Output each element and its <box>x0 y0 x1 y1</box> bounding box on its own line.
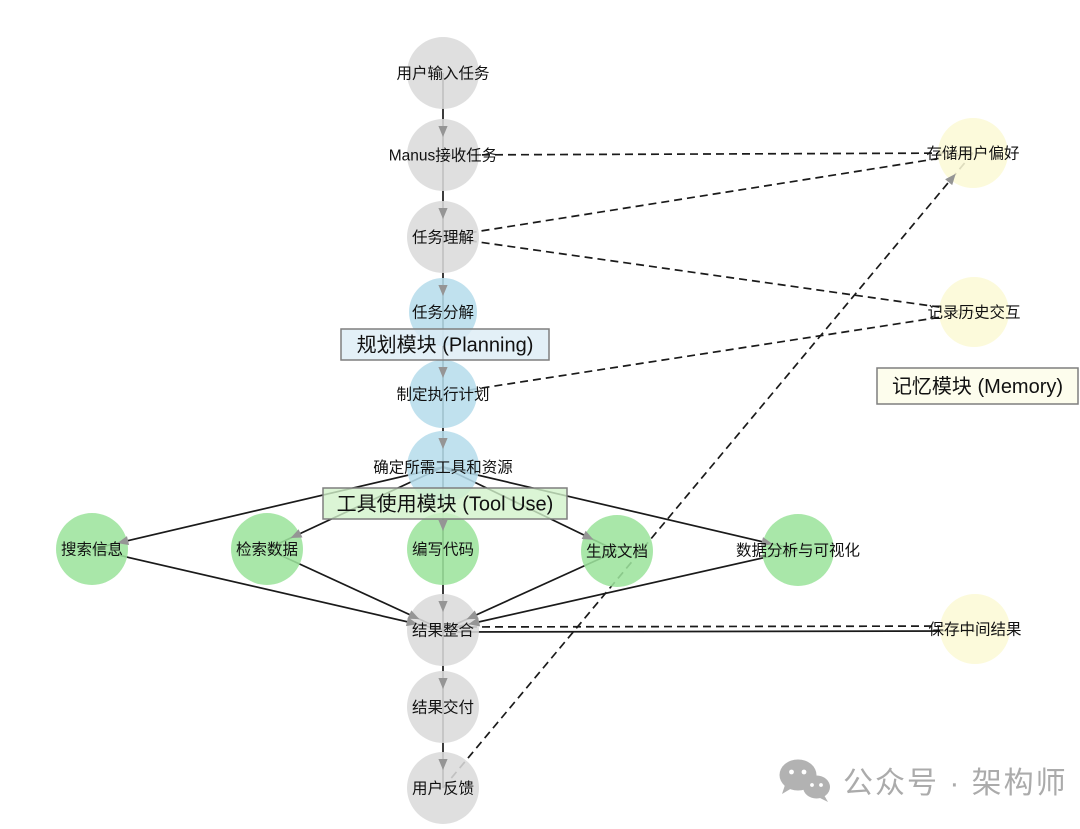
arrowhead-user_feedback-store_pref <box>945 173 956 186</box>
edge-task_understand-store_pref <box>442 152 974 238</box>
node-gen_doc <box>581 515 653 587</box>
arrowhead-task_decompose-make_plan <box>438 367 448 378</box>
node-label-task_understand: 任务理解 <box>412 229 474 247</box>
module-label-planning: 规划模块 (Planning) <box>357 334 534 357</box>
node-label-store_pref: 存储用户偏好 <box>926 145 1019 163</box>
node-label-gen_doc: 生成文档 <box>586 543 648 561</box>
node-label-user_feedback: 用户反馈 <box>412 780 474 798</box>
arrowhead-manus_receive-task_understand <box>438 208 448 219</box>
module-tool_use <box>322 487 568 520</box>
node-label-task_decompose: 任务分解 <box>412 304 474 322</box>
module-label-memory: 记忆模块 (Memory) <box>892 375 1063 398</box>
arrowhead-result_integrate-result_deliver <box>438 678 448 689</box>
arrowhead-user_input-manus_receive <box>438 126 448 137</box>
node-label-data_viz: 数据分析与可视化 <box>736 542 860 560</box>
module-memory <box>876 367 1079 405</box>
arrowhead-determine_tools-search_info <box>117 536 130 546</box>
node-manus_receive <box>407 119 479 191</box>
edge-user_feedback-store_pref <box>442 152 974 789</box>
node-task_understand <box>407 201 479 273</box>
node-result_deliver <box>407 671 479 743</box>
node-result_integrate <box>407 594 479 666</box>
node-user_input <box>407 37 479 109</box>
wechat-icon-eyes <box>789 769 823 787</box>
arrowhead-determine_tools-retrieve_data <box>290 529 303 539</box>
edge-task_understand-record_history <box>442 236 975 313</box>
node-label-user_input: 用户输入任务 <box>396 65 489 83</box>
arrowhead-gen_doc-result_integrate <box>466 610 479 620</box>
module-layer <box>322 328 1079 520</box>
arrowhead-search_info-result_integrate <box>405 617 418 627</box>
edge-layer <box>91 73 976 789</box>
node-save_intermediate <box>940 594 1010 664</box>
node-user_feedback <box>407 752 479 824</box>
edge-result_integrate-save_intermediate <box>442 625 976 628</box>
node-label-result_deliver: 结果交付 <box>412 699 474 717</box>
module-label-tool_use: 工具使用模块 (Tool Use) <box>337 493 554 516</box>
edge-determine_tools-data_viz <box>442 466 799 551</box>
node-label-manus_receive: Manus接收任务 <box>389 147 498 165</box>
module-planning <box>340 328 550 361</box>
node-label-search_info: 搜索信息 <box>61 541 123 559</box>
arrow-layer <box>117 126 956 770</box>
arrowhead-retrieve_data-result_integrate <box>407 610 420 620</box>
node-label-make_plan: 制定执行计划 <box>396 386 489 404</box>
node-retrieve_data <box>231 513 303 585</box>
edge-make_plan-record_history <box>442 311 975 395</box>
arrowhead-write_code-result_integrate <box>438 601 448 612</box>
watermark-text: 公众号 · 架构师 <box>843 767 1068 800</box>
node-label-result_integrate: 结果整合 <box>412 622 475 640</box>
arrowhead-result_deliver-user_feedback <box>438 759 448 770</box>
arrowhead-data_viz-result_integrate <box>468 617 481 627</box>
arrowhead-determine_tools-write_code <box>438 520 448 531</box>
wechat-icon-shapes <box>779 759 830 802</box>
edge-search_info-result_integrate <box>91 548 444 631</box>
wechat-icon <box>779 759 830 802</box>
node-determine_tools <box>407 431 479 503</box>
node-record_history <box>939 277 1009 347</box>
node-make_plan <box>409 360 477 428</box>
edge-manus_receive-store_pref <box>442 152 974 156</box>
edge-data_viz-result_integrate <box>442 549 799 631</box>
node-search_info <box>56 513 128 585</box>
arrowhead-determine_tools-data_viz <box>760 537 773 547</box>
node-label-determine_tools: 确定所需工具和资源 <box>373 459 513 477</box>
arrowhead-task_understand-task_decompose <box>438 285 448 296</box>
arrowhead-determine_tools-gen_doc <box>581 530 594 540</box>
node-label-save_intermediate: 保存中间结果 <box>928 621 1021 639</box>
node-write_code <box>407 513 479 585</box>
node-data_viz <box>762 514 834 586</box>
node-layer <box>56 37 1010 824</box>
watermark: 公众号 · 架构师 <box>775 755 1068 805</box>
node-store_pref <box>938 118 1008 188</box>
label-layer: 用户输入任务 Manus接收任务任务理解任务分解制定执行计划确定所需工具和资源搜索… <box>61 65 1063 798</box>
node-label-write_code: 编写代码 <box>412 541 474 559</box>
node-label-record_history: 记录历史交互 <box>927 304 1020 322</box>
edge-determine_tools-search_info <box>91 466 444 550</box>
edge-result_integrate-save_intermediate <box>442 630 976 633</box>
node-label-retrieve_data: 检索数据 <box>236 541 298 559</box>
arrowhead-make_plan-determine_tools <box>438 438 448 449</box>
